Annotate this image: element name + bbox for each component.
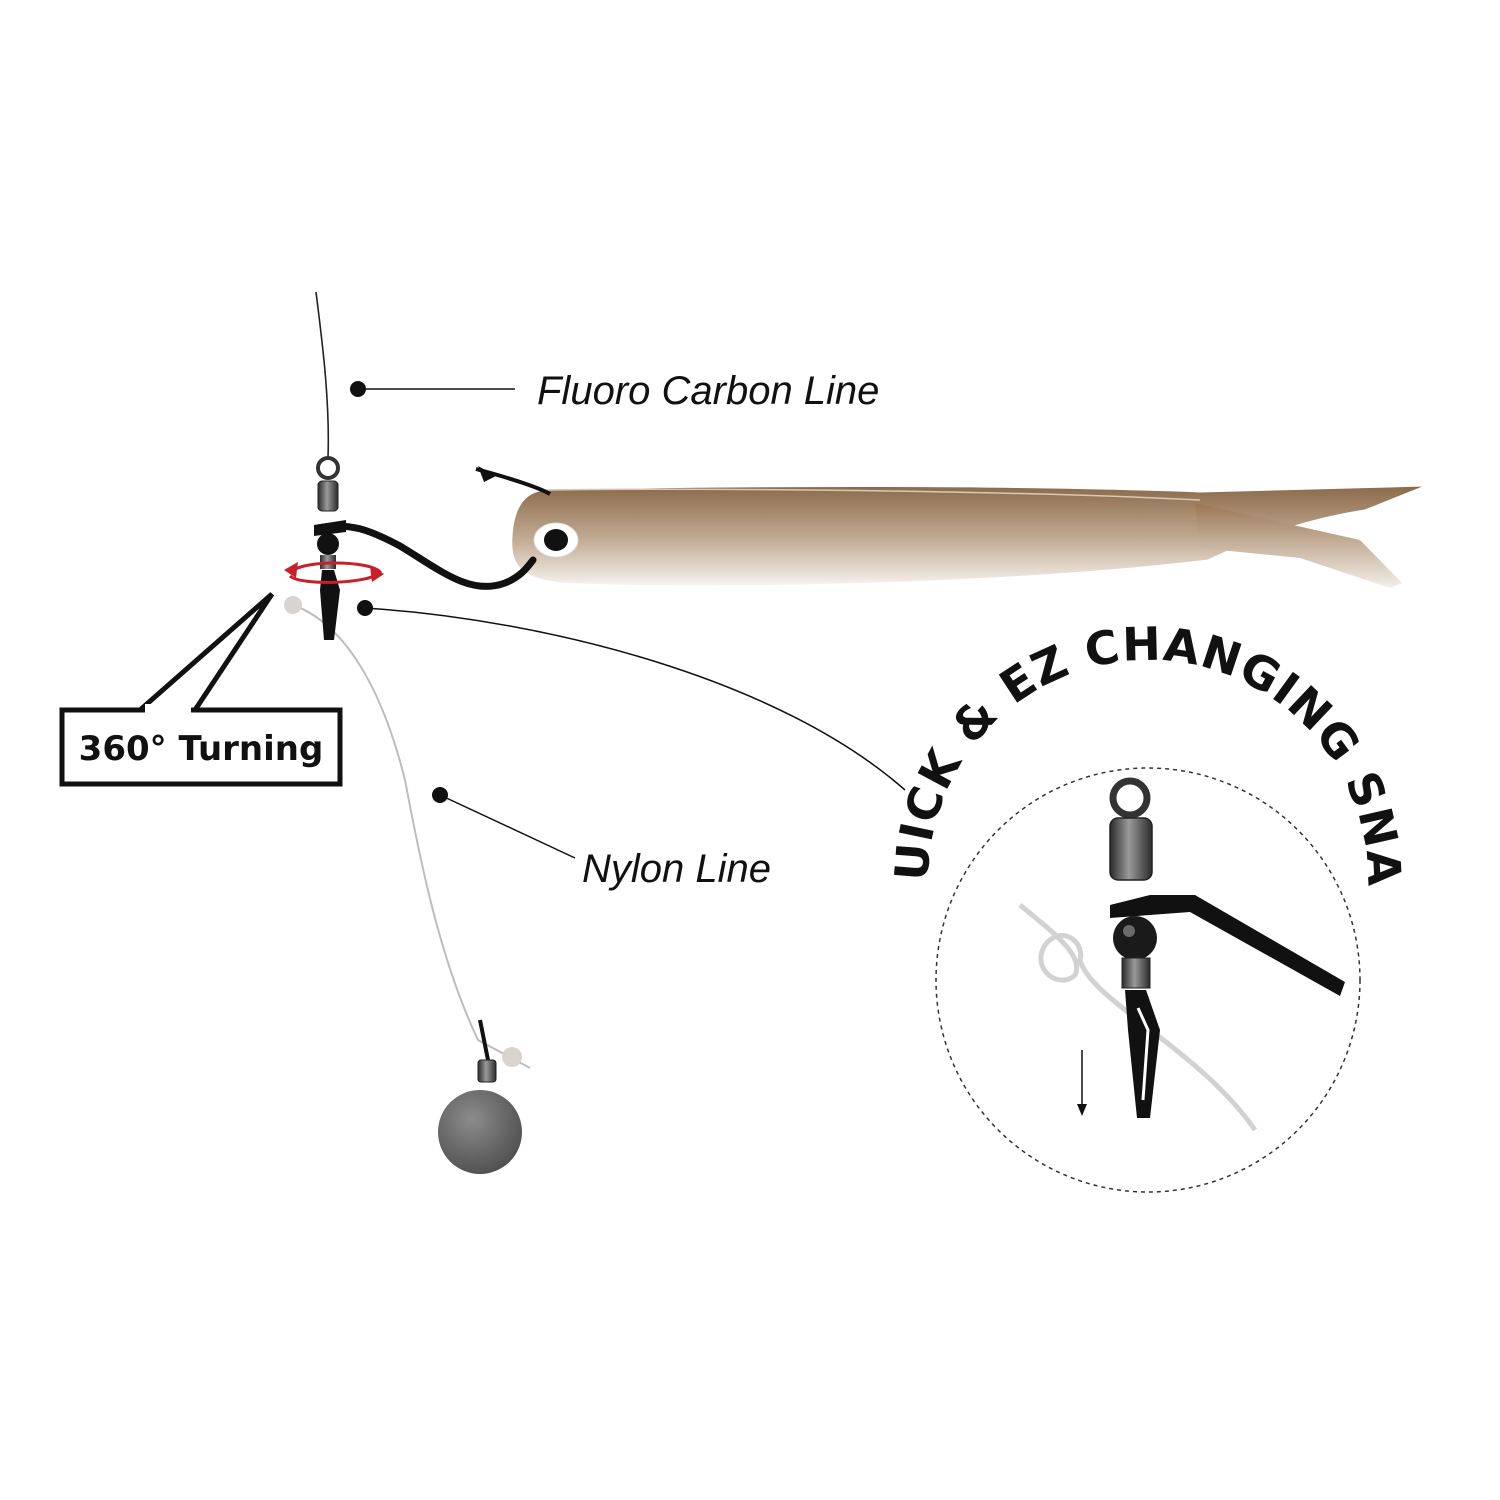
soft-bait-lure xyxy=(511,485,1426,588)
fluoro-carbon-line-label: Fluoro Carbon Line xyxy=(537,369,879,413)
hook-icon xyxy=(314,466,552,590)
fluoro-carbon-line xyxy=(315,291,330,459)
rotation-arrow-icon xyxy=(284,561,384,584)
swivel-snap-assembly xyxy=(314,456,346,640)
snap-detail-inset: QUICK & EZ CHANGING SNAP xyxy=(0,0,1411,1193)
bead xyxy=(284,596,302,614)
nylon-line-label: Nylon Line xyxy=(582,847,771,891)
callout-leader-nylon xyxy=(439,794,576,859)
callout-leader-snap xyxy=(364,607,906,791)
sinker-weight xyxy=(438,1019,522,1174)
turning-badge: 360° Turning xyxy=(59,592,343,787)
bead xyxy=(502,1047,522,1067)
nylon-line xyxy=(289,603,531,1069)
inset-circle xyxy=(935,767,1361,1193)
turning-label: 360° Turning xyxy=(79,729,324,769)
